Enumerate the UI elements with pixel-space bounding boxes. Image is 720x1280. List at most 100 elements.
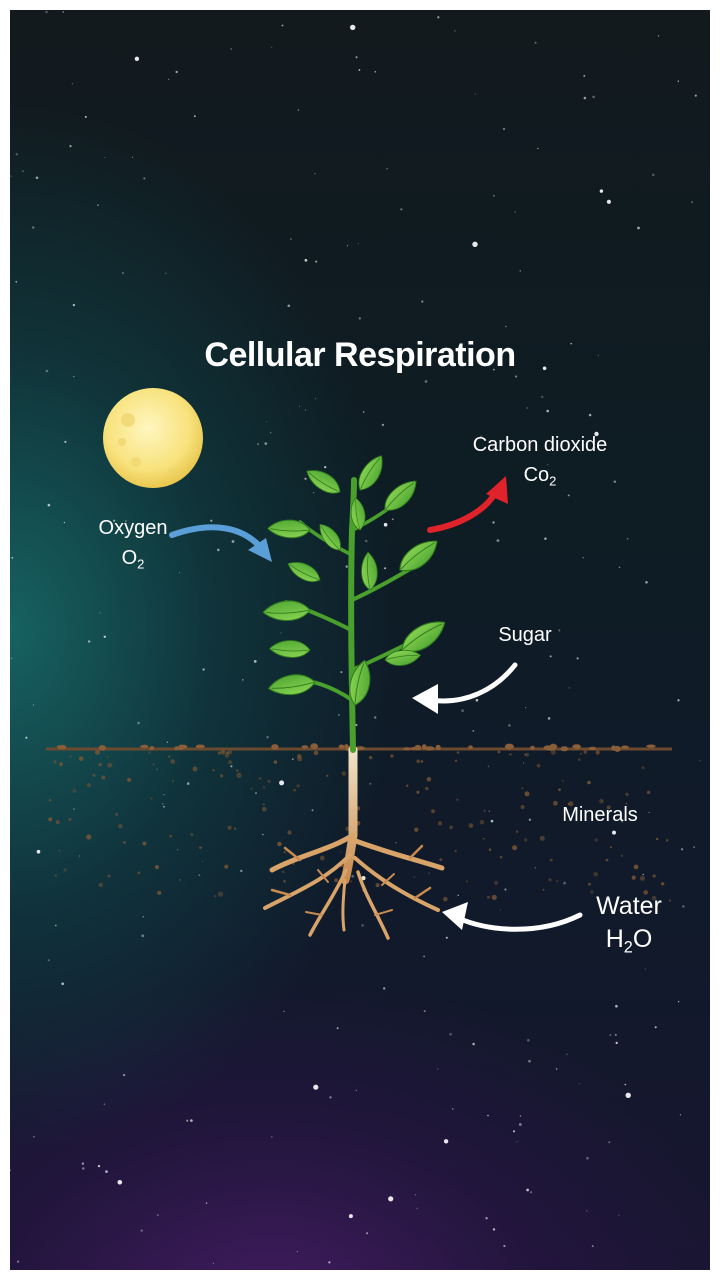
soil-speck xyxy=(499,855,503,859)
star xyxy=(311,809,314,812)
star xyxy=(637,226,640,230)
star xyxy=(103,1103,105,1105)
soil-speck xyxy=(643,890,648,895)
star xyxy=(269,431,272,434)
soil-clump xyxy=(403,747,411,751)
star xyxy=(45,10,48,14)
soil-clump xyxy=(414,744,422,751)
star xyxy=(161,803,164,805)
soil-speck xyxy=(293,788,296,792)
star xyxy=(529,1191,533,1194)
soil-speck xyxy=(656,837,659,841)
water-label: Water H2O xyxy=(574,890,684,956)
star xyxy=(54,924,57,927)
star xyxy=(122,1073,126,1077)
star xyxy=(355,56,358,59)
carbon-dioxide-formula: Co2 xyxy=(523,464,557,489)
star xyxy=(541,395,544,399)
star xyxy=(355,723,358,727)
soil-speck xyxy=(583,750,588,754)
soil-clump xyxy=(424,746,435,751)
star xyxy=(490,819,494,823)
soil-clump xyxy=(560,746,569,752)
soil-speck xyxy=(190,833,194,837)
soil-speck xyxy=(170,759,175,764)
star xyxy=(516,1141,518,1143)
soil-speck xyxy=(220,749,226,755)
star xyxy=(81,1162,84,1165)
star xyxy=(652,173,655,177)
soil-speck xyxy=(428,872,431,875)
star xyxy=(618,1214,620,1217)
soil-clump xyxy=(149,746,155,751)
star xyxy=(64,440,67,443)
soil-speck xyxy=(524,753,527,756)
star xyxy=(163,794,165,796)
star xyxy=(253,660,257,663)
soil-speck xyxy=(443,896,448,902)
star xyxy=(528,818,532,821)
star xyxy=(313,1084,319,1090)
soil-speck xyxy=(482,837,485,840)
star xyxy=(61,982,64,986)
soil-speck xyxy=(148,751,151,754)
soil-speck xyxy=(620,854,623,858)
soil-speck xyxy=(319,855,325,861)
star xyxy=(205,1202,208,1204)
star xyxy=(290,238,292,240)
oxygen-arrow xyxy=(169,524,272,562)
soil-speck xyxy=(178,878,182,882)
soil-speck xyxy=(78,756,84,761)
star xyxy=(166,741,169,743)
star xyxy=(691,201,694,204)
star xyxy=(369,782,372,785)
soil-speck xyxy=(587,780,591,785)
star xyxy=(479,435,483,438)
oxygen-name: Oxygen xyxy=(98,517,168,539)
star xyxy=(355,1089,357,1092)
star xyxy=(546,409,549,413)
soil-speck xyxy=(157,890,162,895)
soil-speck xyxy=(250,787,253,790)
star xyxy=(586,1156,589,1160)
star xyxy=(445,936,448,939)
star xyxy=(515,375,518,378)
star xyxy=(271,46,273,49)
soil-clump xyxy=(614,745,621,752)
soil-speck xyxy=(98,763,102,767)
star xyxy=(504,888,507,891)
star xyxy=(357,242,359,245)
soil-speck xyxy=(509,753,512,756)
star xyxy=(137,721,140,725)
soil-speck xyxy=(258,777,262,780)
soil-speck xyxy=(465,880,469,883)
soil-speck xyxy=(646,790,651,795)
star xyxy=(472,730,475,732)
soil-speck xyxy=(262,806,267,812)
soil-speck xyxy=(114,812,119,817)
soil-speck xyxy=(262,786,265,789)
star xyxy=(542,366,547,371)
soil-speck xyxy=(150,797,153,800)
scene-illustration xyxy=(10,10,701,1265)
soil-speck xyxy=(87,783,91,788)
star xyxy=(512,1130,516,1133)
star xyxy=(421,300,424,303)
star xyxy=(22,170,24,173)
star xyxy=(523,762,525,764)
soil-speck xyxy=(651,895,657,901)
star xyxy=(414,1194,417,1196)
star xyxy=(449,1032,452,1036)
soil-speck xyxy=(224,752,230,758)
soil-surface xyxy=(46,743,672,902)
soil-speck xyxy=(494,880,499,885)
star xyxy=(677,80,679,82)
star xyxy=(358,69,361,71)
star xyxy=(586,1210,588,1212)
carbon-dioxide-arrow xyxy=(427,476,508,533)
minerals-label: Minerals xyxy=(562,804,638,826)
soil-speck xyxy=(536,763,541,768)
star xyxy=(544,537,547,540)
soil-speck xyxy=(169,834,173,838)
soil-speck xyxy=(106,755,109,758)
